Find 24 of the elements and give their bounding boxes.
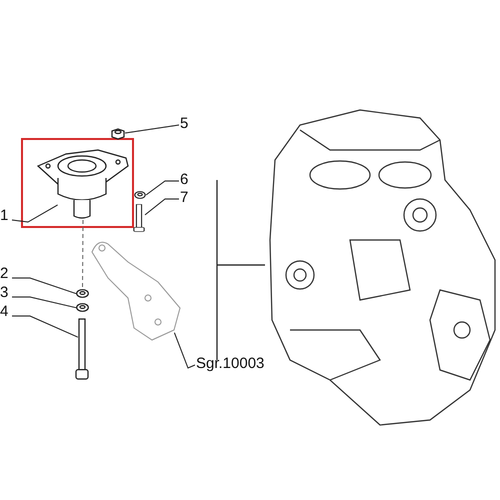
leader-line [12, 296, 78, 308]
mount-drawing [36, 148, 130, 220]
washer-drawing [76, 303, 89, 312]
callout-number: 5 [180, 116, 188, 131]
callout-number: Sgr.10003 [196, 356, 264, 371]
leader-line [12, 278, 78, 294]
callout-number: 2 [0, 266, 8, 281]
bolt-drawing [133, 204, 145, 232]
nut-drawing [111, 128, 125, 140]
callout-number: 1 [0, 208, 8, 223]
bolt-drawing [75, 318, 89, 380]
callout-number: 3 [0, 285, 8, 300]
leader-line [174, 332, 196, 369]
callout-number: 6 [180, 172, 188, 187]
leader-line [12, 204, 58, 223]
leader-line [124, 124, 180, 134]
washer-drawing [76, 289, 89, 298]
assembly-axis-line [82, 220, 84, 290]
leader-line [146, 180, 180, 196]
leader-line [144, 198, 180, 216]
leader-line [12, 316, 78, 338]
callout-number: 4 [0, 304, 8, 319]
washer-drawing [134, 191, 146, 199]
callout-number: 7 [180, 190, 188, 205]
